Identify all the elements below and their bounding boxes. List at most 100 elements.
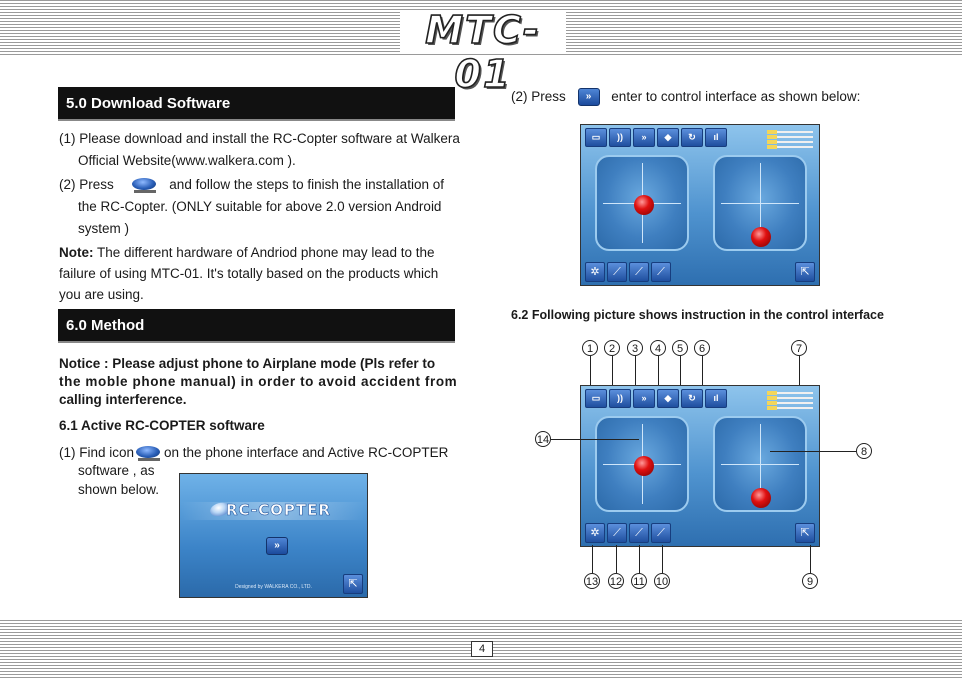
curve-3-icon[interactable]: ⟋ [651, 262, 671, 282]
title-backdrop [400, 12, 566, 52]
note-line2: failure of using MTC-01. It's totally ba… [59, 266, 439, 281]
leader-12 [616, 545, 617, 573]
callout-13: 13 [584, 573, 600, 589]
leader-8 [770, 451, 856, 452]
forward-icon[interactable]: » [633, 389, 655, 408]
sec61-p1-post: on the phone interface and Active RC-COP… [164, 445, 449, 460]
battery-icon[interactable]: ▭ [585, 128, 607, 147]
callout-8: 8 [856, 443, 872, 459]
curve-1-icon[interactable]: ⟋ [607, 262, 627, 282]
leader-1 [590, 356, 591, 386]
right-stick-ball[interactable] [751, 227, 771, 247]
leader-4 [658, 356, 659, 386]
leader-9 [810, 545, 811, 573]
rc-copter-splash-screen: RC-COPTER » Designed by WALKERA CO., LTD… [179, 473, 368, 598]
page-number: 4 [471, 641, 493, 657]
screen-toolbar-annotated: ▭ )) » ◆ ↻ ıl [585, 389, 727, 408]
rc-copter-app-icon [131, 176, 158, 194]
sec5-p1-line2: Official Website(www.walkera.com ). [78, 153, 296, 168]
screen-bottombar: ✲ ⟋ ⟋ ⟋ [585, 262, 671, 282]
enter-button[interactable]: » [266, 537, 288, 555]
leader-11 [639, 545, 640, 573]
mode-icon[interactable]: ◆ [657, 389, 679, 408]
notice-line2: the moble phone manual) in order to avoi… [59, 374, 458, 389]
press-pre: (2) Press [511, 89, 566, 104]
sec5-p2-line1: (2) Press and follow the steps to finish… [59, 174, 444, 196]
enter-icon-inline: » [577, 88, 600, 107]
right-stick-pad[interactable] [713, 416, 807, 512]
callout-3: 3 [627, 340, 643, 356]
screen-bottombar-annotated: ✲ ⟋ ⟋ ⟋ [585, 523, 671, 543]
note-text-1: The different hardware of Andriod phone … [93, 245, 435, 260]
telemetry-readouts [767, 128, 813, 151]
refresh-icon[interactable]: ↻ [681, 128, 703, 147]
settings-gear-icon[interactable]: ✲ [585, 523, 605, 543]
callout-12: 12 [608, 573, 624, 589]
telemetry-readouts-annotated [767, 389, 813, 412]
sec61-p1-pre: (1) Find icon [59, 445, 135, 460]
right-stick-ball[interactable] [751, 488, 771, 508]
left-stick-pad[interactable] [595, 155, 689, 251]
section-6-heading: 6.0 Method [58, 309, 455, 343]
leader-2 [612, 356, 613, 386]
screen-toolbar: ▭ )) » ◆ ↻ ıl [585, 128, 727, 147]
sec5-p2-pre: (2) Press [59, 177, 114, 192]
exit-icon[interactable]: ⇱ [795, 262, 815, 282]
section-5-heading: 5.0 Download Software [58, 87, 455, 121]
callout-5: 5 [672, 340, 688, 356]
sec5-p2-line3: system ) [78, 221, 130, 236]
section-6-2-heading: 6.2 Following picture shows instruction … [511, 308, 884, 322]
left-stick-ball[interactable] [634, 456, 654, 476]
leader-6 [702, 356, 703, 386]
forward-icon[interactable]: » [633, 128, 655, 147]
rc-copter-app-icon-inline [136, 444, 162, 462]
callout-7: 7 [791, 340, 807, 356]
curve-3-icon[interactable]: ⟋ [651, 523, 671, 543]
annotated-control-interface-screen: ▭ )) » ◆ ↻ ıl ✲ ⟋ ⟋ ⟋ ⇱ [580, 385, 820, 547]
sec61-p3: shown below. [78, 482, 160, 497]
notice-line1: Notice : Please adjust phone to Airplane… [59, 356, 436, 371]
leader-13 [592, 545, 593, 573]
note-line1: Note: The different hardware of Andriod … [59, 242, 434, 264]
right-stick-pad[interactable] [713, 155, 807, 251]
press-line: (2) Press » enter to control interface a… [511, 86, 860, 108]
notice-line3: calling interference. [59, 392, 187, 407]
sec5-p2-line2: the RC-Copter. (ONLY suitable for above … [78, 199, 442, 214]
exit-icon[interactable]: ⇱ [343, 574, 363, 594]
note-line3: you are using. [59, 287, 144, 302]
leader-7 [799, 356, 800, 386]
callout-4: 4 [650, 340, 666, 356]
signal-icon[interactable]: )) [609, 128, 631, 147]
left-stick-pad[interactable] [595, 416, 689, 512]
battery-icon[interactable]: ▭ [585, 389, 607, 408]
note-label: Note: [59, 245, 94, 260]
settings-gear-icon[interactable]: ✲ [585, 262, 605, 282]
signal-icon[interactable]: )) [609, 389, 631, 408]
callout-11: 11 [631, 573, 647, 589]
curve-2-icon[interactable]: ⟋ [629, 523, 649, 543]
section-6-1-heading: 6.1 Active RC-COPTER software [59, 418, 265, 433]
leader-10 [662, 545, 663, 573]
left-stick-ball[interactable] [634, 195, 654, 215]
leader-3 [635, 356, 636, 386]
sec5-p1-line1: (1) Please download and install the RC-C… [59, 131, 460, 146]
leader-14 [551, 439, 639, 440]
control-interface-screen: ▭ )) » ◆ ↻ ıl ✲ ⟋ ⟋ ⟋ ⇱ [580, 124, 820, 286]
callout-10: 10 [654, 573, 670, 589]
exit-icon[interactable]: ⇱ [795, 523, 815, 543]
trim-icon[interactable]: ıl [705, 128, 727, 147]
trim-icon[interactable]: ıl [705, 389, 727, 408]
callout-1: 1 [582, 340, 598, 356]
curve-2-icon[interactable]: ⟋ [629, 262, 649, 282]
splash-title: RC-COPTER [226, 501, 331, 520]
sec5-p2-post: and follow the steps to finish the insta… [169, 177, 444, 192]
curve-1-icon[interactable]: ⟋ [607, 523, 627, 543]
callout-9: 9 [802, 573, 818, 589]
mode-icon[interactable]: ◆ [657, 128, 679, 147]
refresh-icon[interactable]: ↻ [681, 389, 703, 408]
callout-6: 6 [694, 340, 710, 356]
sec61-p1: (1) Find icon on the phone interface and… [59, 442, 448, 464]
splash-footer: Designed by WALKERA CO., LTD. [235, 584, 312, 590]
leader-5 [680, 356, 681, 386]
page-title: MTC-01 [424, 7, 541, 97]
